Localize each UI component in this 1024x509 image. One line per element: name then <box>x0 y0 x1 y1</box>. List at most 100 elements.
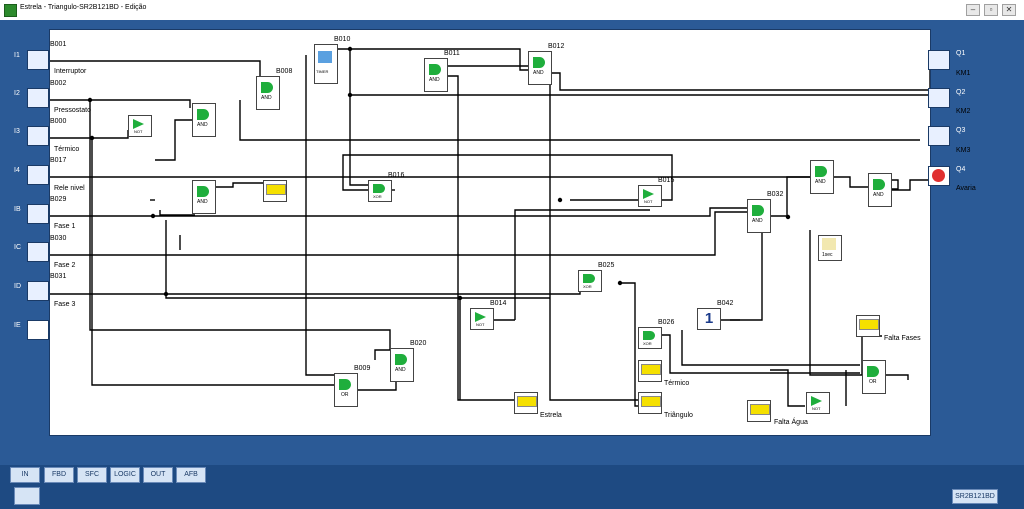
block-or-2[interactable]: OR <box>862 360 886 394</box>
block-not-1[interactable]: NOT <box>128 115 152 137</box>
timer-icon <box>318 51 332 63</box>
input-ib-switch[interactable] <box>27 204 49 224</box>
block-b015-not[interactable]: NOT <box>638 185 662 207</box>
alarm-lamp-icon <box>932 169 945 182</box>
input-b029-id: B029 <box>50 196 67 203</box>
input-i4-name: Rele nivel <box>54 185 85 192</box>
input-ib-name: Fase 1 <box>54 223 76 230</box>
and-gate-icon <box>197 186 209 197</box>
tab-sfc[interactable]: SFC <box>77 467 107 483</box>
block-and1-type: AND <box>197 122 208 128</box>
block-and-1[interactable]: AND <box>192 103 216 137</box>
output-label-q4: Q4 <box>956 166 966 173</box>
block-1sec[interactable]: 1sec <box>818 235 842 261</box>
input-i2-switch[interactable] <box>27 88 49 108</box>
tab-in[interactable]: IN <box>10 467 40 483</box>
block-or2-type: OR <box>869 379 877 385</box>
pulse-icon <box>822 238 836 250</box>
input-i3-name: Térmico <box>54 146 80 153</box>
block-b016-xor[interactable]: XOR <box>368 180 392 202</box>
and-gate-icon <box>429 64 441 75</box>
block-and2-type: AND <box>197 199 208 205</box>
and-gate-icon <box>815 166 827 177</box>
minimize-button[interactable]: – <box>966 4 980 16</box>
block-not4-type: NOT <box>812 406 821 411</box>
display-triangulo[interactable] <box>638 392 662 414</box>
xor-gate-icon <box>373 184 385 193</box>
block-b042-label: B042 <box>717 300 734 307</box>
fbd-canvas[interactable]: B001 Interruptor B002 Pressostato B000 T… <box>49 29 931 436</box>
input-id-switch[interactable] <box>27 281 49 301</box>
display-icon <box>750 404 770 415</box>
block-display-1[interactable] <box>263 180 287 202</box>
output-q1-contact[interactable] <box>928 50 950 70</box>
close-button[interactable]: ✕ <box>1002 4 1016 16</box>
block-b025-type: XOR <box>583 284 592 289</box>
not-gate-icon <box>643 189 654 199</box>
display-estrela[interactable] <box>514 392 538 414</box>
input-label-ic: IC <box>14 244 21 251</box>
display-falta-agua[interactable] <box>747 400 771 422</box>
input-i1-name: Interruptor <box>54 68 87 75</box>
tab-out[interactable]: OUT <box>143 467 173 483</box>
block-b011-label: B011 <box>444 50 460 57</box>
input-i4-switch[interactable] <box>27 165 49 185</box>
input-ie-slot[interactable] <box>27 320 49 340</box>
block-b009-or[interactable]: OR <box>334 373 358 407</box>
display-termico[interactable] <box>638 360 662 382</box>
block-b015-type: NOT <box>644 199 653 204</box>
input-i2-name: Pressostato <box>54 107 91 114</box>
block-b020-and[interactable]: AND <box>390 348 414 382</box>
display-estrela-label: Estrela <box>540 412 562 419</box>
block-b010-label: B010 <box>334 36 351 43</box>
input-label-id: ID <box>14 283 21 290</box>
block-b011-and[interactable]: AND <box>424 58 448 92</box>
output-q2-contact[interactable] <box>928 88 950 108</box>
tab-logic[interactable]: LOGIC <box>110 467 140 483</box>
title-bar: Estrela - Triangulo-SR2B121BD - Edição –… <box>0 0 1024 21</box>
display-falta-agua-label: Falta Água <box>774 419 808 426</box>
block-b016-type: XOR <box>373 194 382 199</box>
input-i3-switch[interactable] <box>27 126 49 146</box>
block-b010-timer[interactable]: TIMER <box>314 44 338 84</box>
block-and4-type: AND <box>873 192 884 198</box>
and-gate-icon <box>197 109 209 120</box>
input-ic-switch[interactable] <box>27 242 49 262</box>
display-falta-fases[interactable] <box>856 315 880 337</box>
block-b026-xor[interactable]: XOR <box>638 327 662 349</box>
block-b014-not[interactable]: NOT <box>470 308 494 330</box>
input-label-i4: I4 <box>14 167 20 174</box>
input-i1-switch[interactable] <box>27 50 49 70</box>
input-ic-name: Fase 2 <box>54 262 76 269</box>
output-q2-name: KM2 <box>956 108 971 115</box>
output-q1-name: KM1 <box>956 70 971 77</box>
block-b025-xor[interactable]: XOR <box>578 270 602 292</box>
module-icon[interactable] <box>14 487 40 505</box>
display-triangulo-label: Triângulo <box>664 412 693 419</box>
input-b000-id: B000 <box>50 118 67 125</box>
block-and-4[interactable]: AND <box>868 173 892 207</box>
input-b031-id: B031 <box>50 273 67 280</box>
display-icon <box>641 396 661 407</box>
output-q4-lamp[interactable] <box>928 166 950 186</box>
output-q3-contact[interactable] <box>928 126 950 146</box>
block-b032-and[interactable]: AND <box>747 199 771 233</box>
block-b011-type: AND <box>429 77 440 83</box>
input-b001-id: B001 <box>50 41 67 48</box>
block-not-4[interactable]: NOT <box>806 392 830 414</box>
block-b042-constant[interactable]: 1 <box>697 308 721 330</box>
block-b008-and[interactable]: AND <box>256 76 280 110</box>
block-and-3[interactable]: AND <box>810 160 834 194</box>
restore-button[interactable]: ▫ <box>984 4 998 16</box>
block-and-2[interactable]: AND <box>192 180 216 214</box>
block-b020-type: AND <box>395 367 406 373</box>
tab-fbd[interactable]: FBD <box>44 467 74 483</box>
not-gate-icon <box>475 312 486 322</box>
block-b016-label: B016 <box>388 172 405 179</box>
tab-afb[interactable]: AFB <box>176 467 206 483</box>
input-label-i1: I1 <box>14 52 20 59</box>
block-b012-and[interactable]: AND <box>528 51 552 85</box>
and-gate-icon <box>752 205 764 216</box>
output-q4-name: Avaria <box>956 185 976 192</box>
xor-gate-icon <box>583 274 595 283</box>
